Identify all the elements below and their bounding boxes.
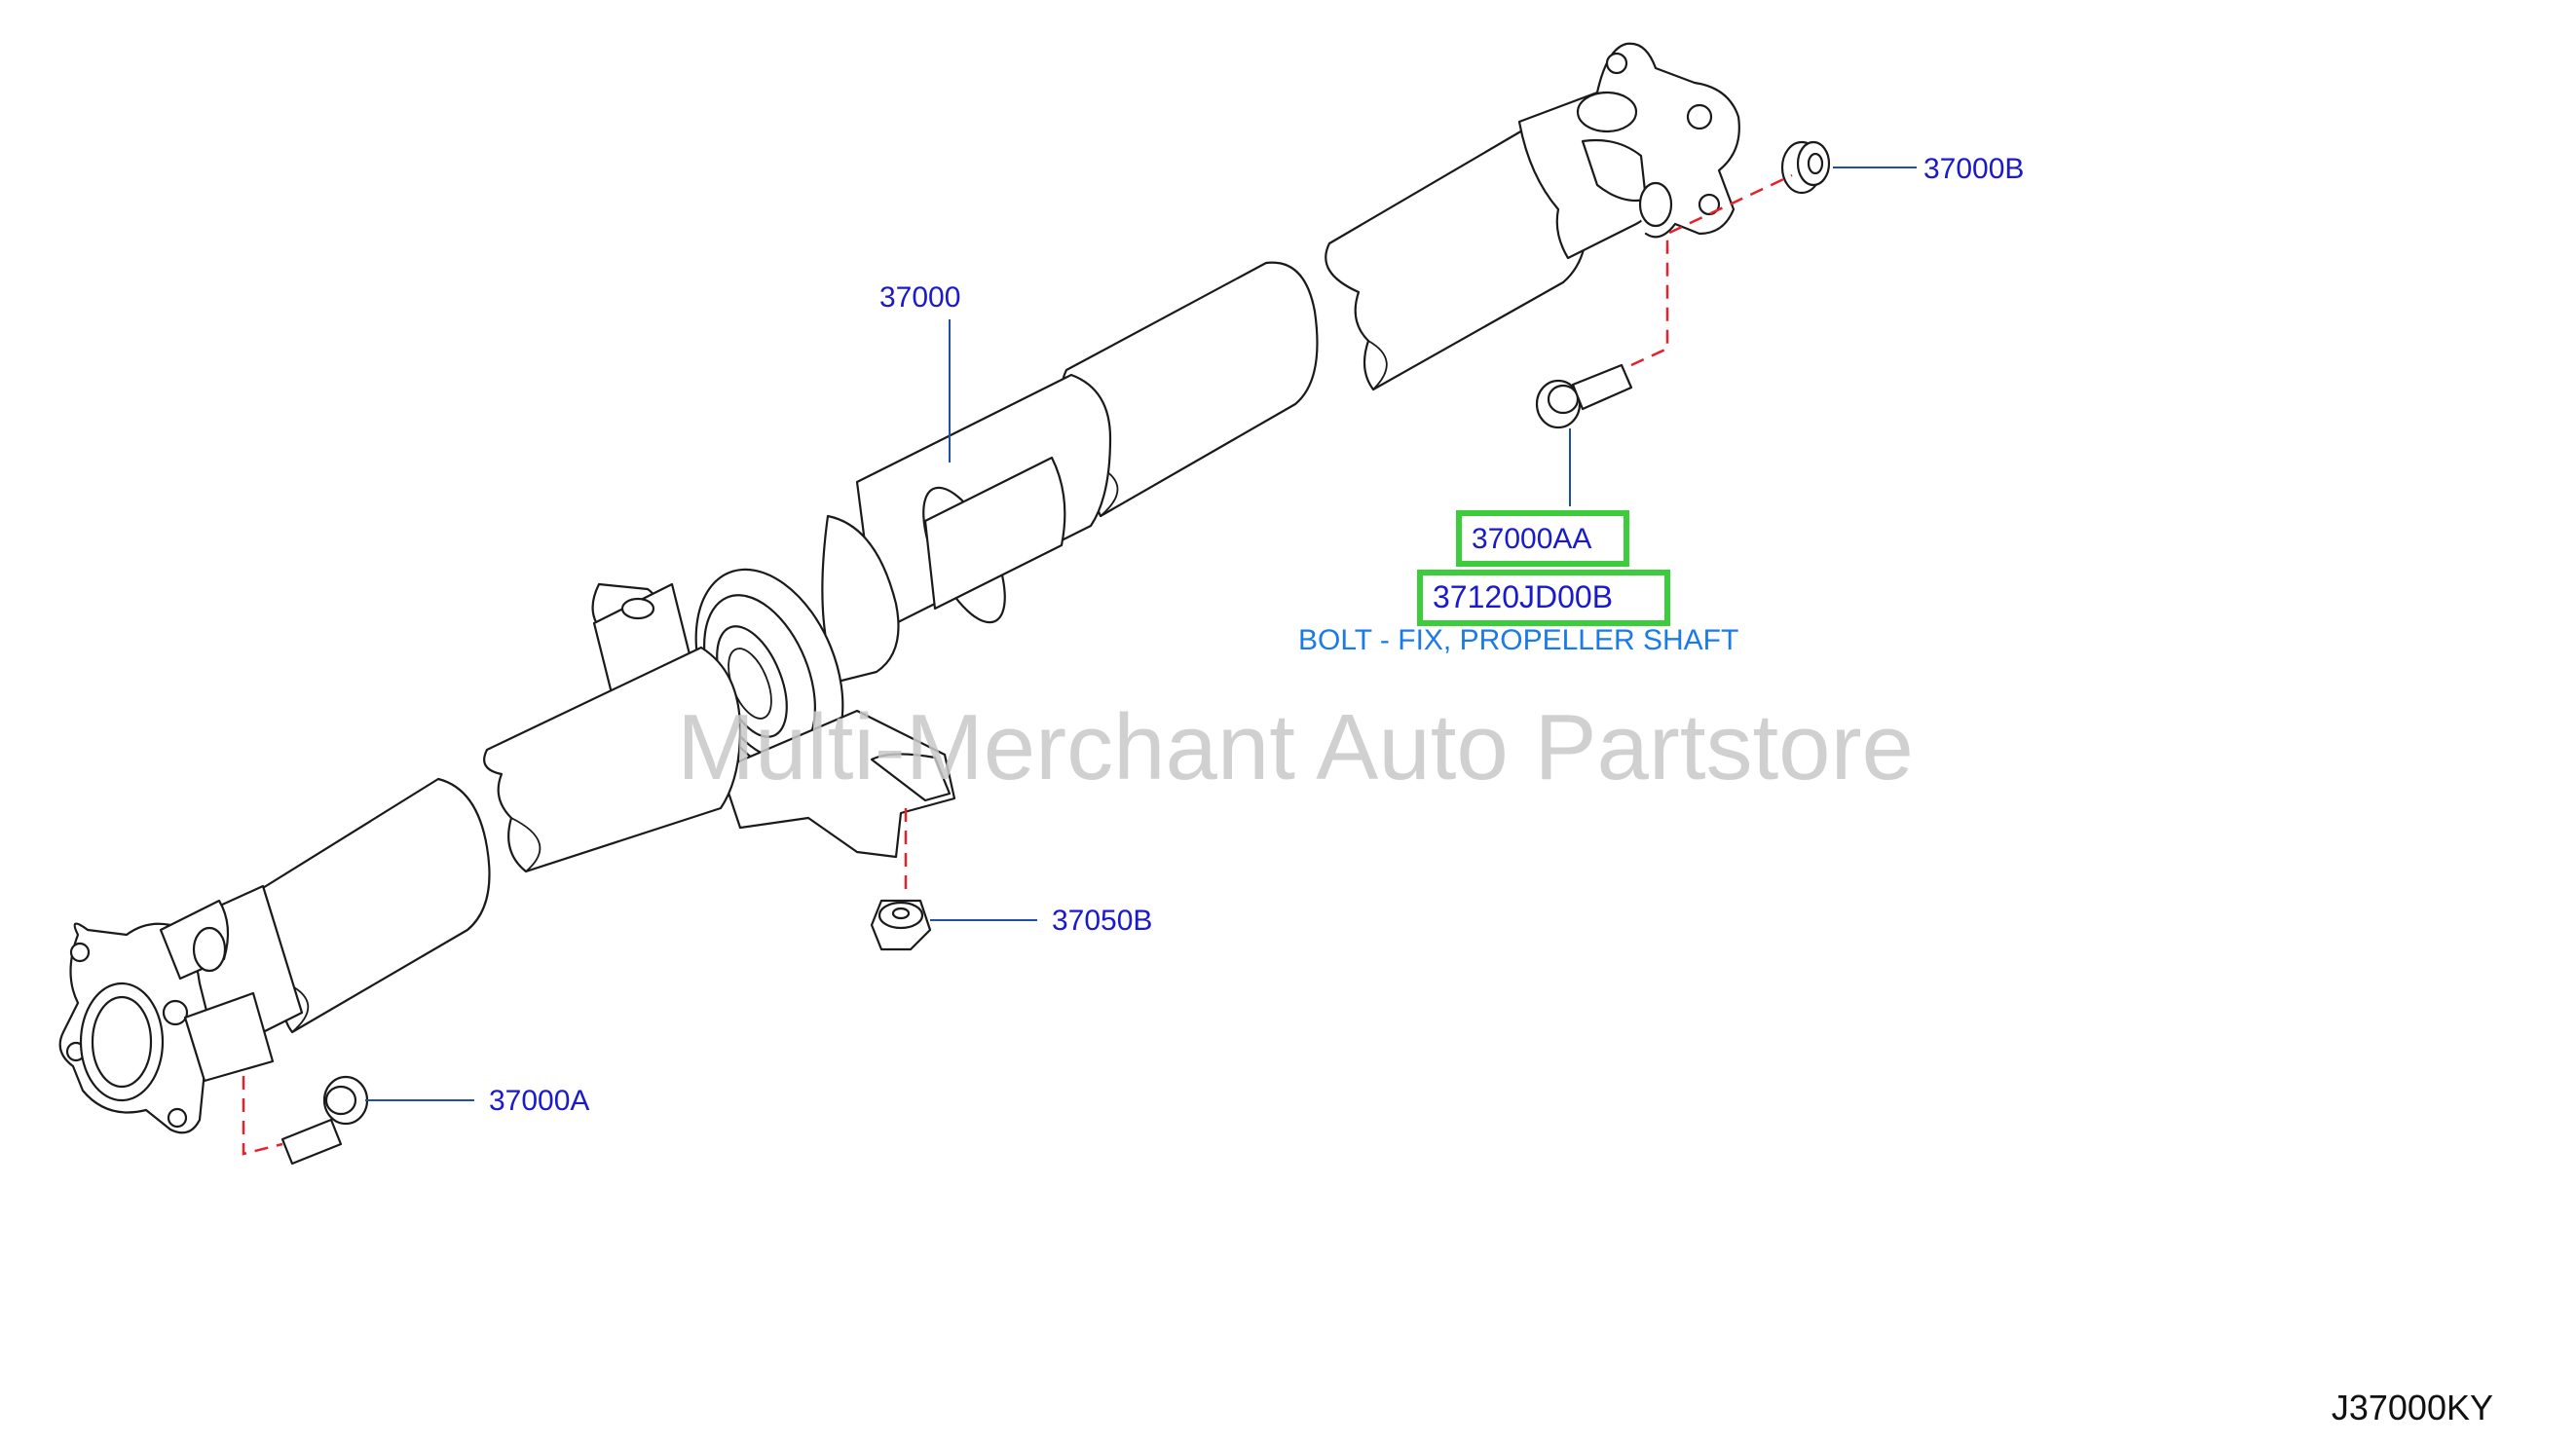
- part-label-37000A[interactable]: 37000A: [489, 1085, 589, 1117]
- part-label-37000AA[interactable]: 37000AA: [1472, 523, 1591, 555]
- bolt-37000A-icon: [280, 1075, 369, 1166]
- nut-37050B-icon: [870, 899, 932, 951]
- rear-tube: [821, 124, 1588, 684]
- watermark: Multi-Merchant Auto Partstore: [677, 695, 1914, 799]
- part-label-37000B[interactable]: 37000B: [1923, 153, 2024, 185]
- part-label-37050B[interactable]: 37050B: [1052, 905, 1152, 937]
- rear-flange-yoke: [1517, 42, 1740, 260]
- front-tube: [254, 646, 742, 1034]
- catalog-code: J37000KY: [2332, 1388, 2493, 1427]
- nut-37000B-icon: [1780, 140, 1831, 195]
- bolt-37000AA-icon: [1535, 363, 1633, 429]
- highlight-box-37000AA: [1456, 510, 1629, 567]
- front-flange-yoke: [58, 884, 304, 1134]
- part-label-37000[interactable]: 37000: [879, 281, 960, 314]
- part-description: BOLT - FIX, PROPELLER SHAFT: [1298, 624, 1738, 656]
- install-line-rear-bolt: [1630, 173, 1793, 367]
- highlight-box-37120JD00B: [1417, 570, 1670, 626]
- part-label-37120JD00B[interactable]: 37120JD00B: [1433, 579, 1613, 614]
- install-line-front-bolt: [242, 1076, 283, 1156]
